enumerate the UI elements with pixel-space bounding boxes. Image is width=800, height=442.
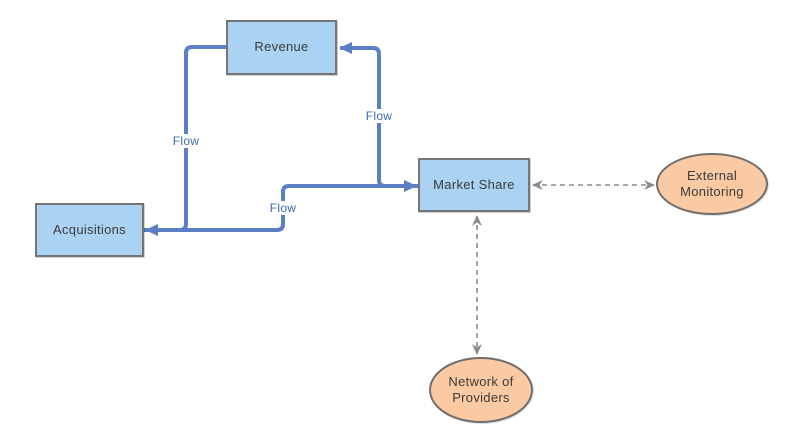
node-external-monitoring-label: External Monitoring xyxy=(680,167,744,199)
node-acquisitions-label: Acquisitions xyxy=(53,221,126,237)
node-acquisitions[interactable]: Acquisitions xyxy=(35,203,144,257)
node-market-share[interactable]: Market Share xyxy=(418,158,530,212)
node-market-share-label: Market Share xyxy=(433,176,515,192)
node-revenue[interactable]: Revenue xyxy=(226,20,337,75)
node-network-of-providers-label: Network of Providers xyxy=(448,373,514,405)
flow-label-acquisitions-to-market-share: Flow xyxy=(266,201,300,215)
flow-label-revenue-to-acquisitions: Flow xyxy=(169,134,203,148)
flow-label-market-share-to-revenue: Flow xyxy=(362,109,396,123)
node-revenue-label: Revenue xyxy=(254,39,309,55)
node-external-monitoring[interactable]: External Monitoring xyxy=(656,153,768,215)
node-network-of-providers[interactable]: Network of Providers xyxy=(429,357,533,423)
